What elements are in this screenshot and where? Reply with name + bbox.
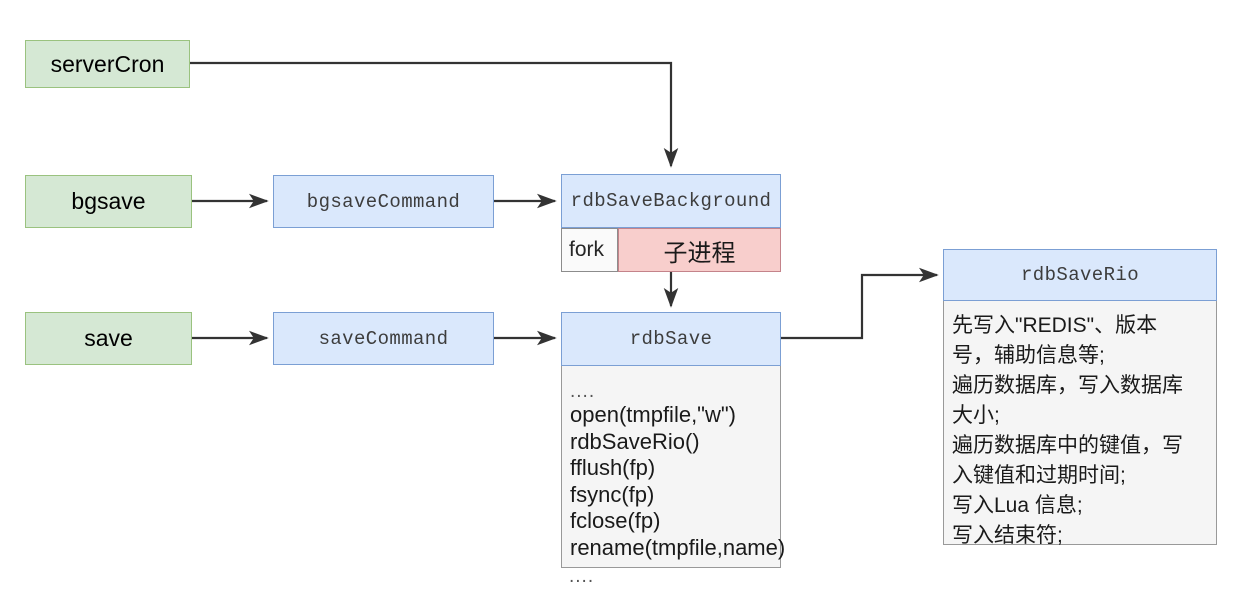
child-process-cell: 子进程 <box>618 228 781 272</box>
fork-cell: fork <box>561 228 618 272</box>
rdb-save-body-line: rdbSaveRio() <box>570 428 700 454</box>
rdb-save-body-line: fsync(fp) <box>570 481 655 507</box>
node-save-command-label: saveCommand <box>318 327 449 350</box>
rdb-save-rio-body-line: 写入结束符; <box>952 524 1063 547</box>
rdb-save-body-line: rename(tmpfile,name) <box>570 534 786 560</box>
rdb-save-body-line: .... <box>570 381 596 402</box>
node-server-cron-label: serverCron <box>50 50 165 77</box>
node-bgsave-label: bgsave <box>71 188 146 214</box>
rdb-save-rio-body-line: 遍历数据库，写入数据库 <box>952 374 1183 397</box>
node-bgsave[interactable]: bgsave <box>25 175 192 228</box>
node-server-cron[interactable]: serverCron <box>25 40 190 88</box>
rdb-save-trailing-dots: .... <box>569 566 595 587</box>
rdb-save-rio-body-line: 大小; <box>952 404 1000 427</box>
node-rdb-save-rio-label: rdbSaveRio <box>1020 264 1140 286</box>
node-bgsave-command[interactable]: bgsaveCommand <box>273 175 494 228</box>
node-save[interactable]: save <box>25 312 192 365</box>
node-rdb-save-rio-header[interactable]: rdbSaveRio <box>943 249 1217 301</box>
rdb-save-rio-body-line: 入键值和过期时间; <box>952 464 1126 487</box>
rdb-save-body: .... open(tmpfile,"w") rdbSaveRio() fflu… <box>561 366 786 568</box>
node-rdb-save-header[interactable]: rdbSave <box>561 312 781 366</box>
fork-label: fork <box>569 238 605 261</box>
node-bgsave-command-label: bgsaveCommand <box>306 190 461 213</box>
child-process-label: 子进程 <box>663 239 736 267</box>
node-rdb-save-background-header[interactable]: rdbSaveBackground <box>561 174 781 228</box>
rdb-save-body-line: fclose(fp) <box>570 508 661 533</box>
node-save-label: save <box>84 325 133 351</box>
node-rdb-save-background-label: rdbSaveBackground <box>570 190 772 212</box>
edge-rdbsave-to-rdbsaverio <box>781 267 939 340</box>
rdb-save-rio-body: 先写入"REDIS"、版本 号，辅助信息等; 遍历数据库，写入数据库 大小; 遍… <box>943 301 1217 547</box>
node-save-command[interactable]: saveCommand <box>273 312 494 365</box>
node-rdb-save-label: rdbSave <box>629 328 713 350</box>
edge-servercron-to-rdbsavebackground <box>190 61 679 168</box>
rdb-save-body-line: open(tmpfile,"w") <box>570 402 737 427</box>
rdb-save-rio-body-line: 遍历数据库中的键值，写 <box>952 434 1183 457</box>
rdb-save-body-line: fflush(fp) <box>570 455 656 480</box>
rdb-save-rio-body-line: 先写入"REDIS"、版本 <box>952 314 1158 337</box>
rdb-save-rio-body-line: 写入Lua 信息; <box>952 494 1083 517</box>
rdb-save-rio-body-line: 号，辅助信息等; <box>952 344 1105 367</box>
